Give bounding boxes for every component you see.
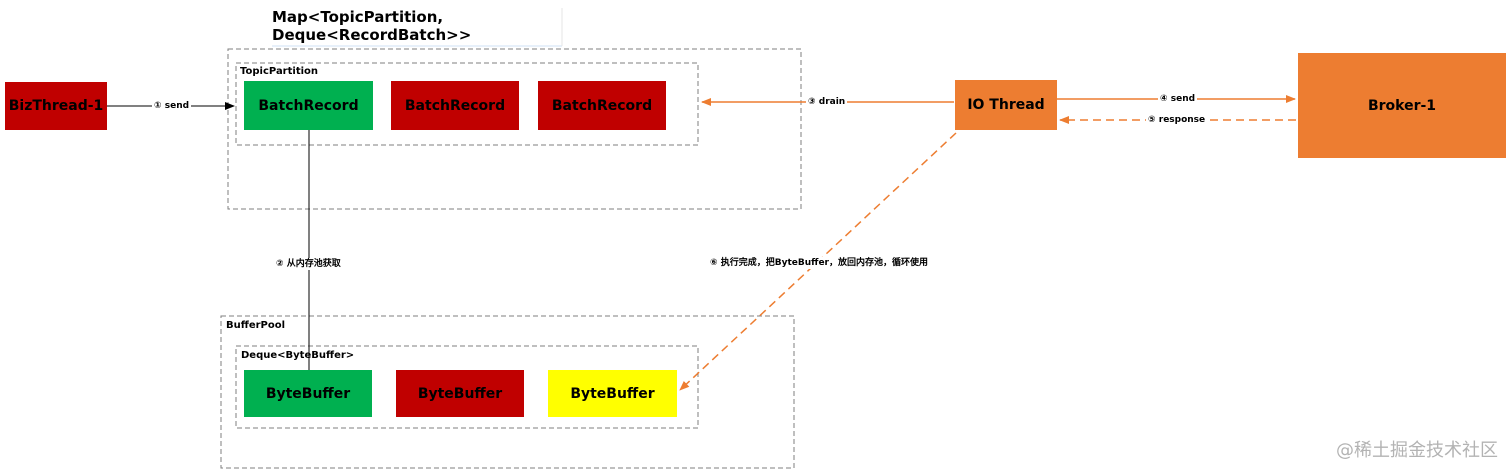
batch-record-node-3: BatchRecord [538,81,666,130]
edge-label-get-from-pool: ② 从内存池获取 [274,258,343,270]
buffer-pool-label: BufferPool [226,320,286,331]
deque-bytebuffer-label: Deque<ByteBuffer> [241,350,355,361]
edge-label-send-4: ④ send [1158,93,1198,105]
edge-label-return-buffer: ⑥ 执行完成，把ByteBuffer，放回内存池，循环使用 [708,257,930,269]
byte-buffer-node-2: ByteBuffer [396,370,524,417]
batch-record-node-2: BatchRecord [391,81,519,130]
batch-record-node-1: BatchRecord [244,81,373,130]
map-title-line2: Deque<RecordBatch>> [272,26,472,44]
topic-partition-label: TopicPartition [240,66,319,77]
byte-buffer-node-3: ByteBuffer [548,370,677,417]
buffer-pool-container [220,315,795,469]
byte-buffer-node-1: ByteBuffer [244,370,372,417]
map-title-line1: Map<TopicPartition, [272,8,444,26]
edge-label-send-1: ① send [152,100,192,112]
broker-node: Broker-1 [1298,53,1506,158]
io-thread-node: IO Thread [955,80,1057,130]
biz-thread-node: BizThread-1 [5,82,107,130]
edge-label-response: ⑤ response [1146,114,1208,126]
map-title: Map<TopicPartition, Deque<RecordBatch>> [272,8,471,44]
map-container [227,48,802,210]
watermark: @稀土掘金技术社区 [1336,440,1498,461]
edge-label-drain: ③ drain [806,96,848,108]
